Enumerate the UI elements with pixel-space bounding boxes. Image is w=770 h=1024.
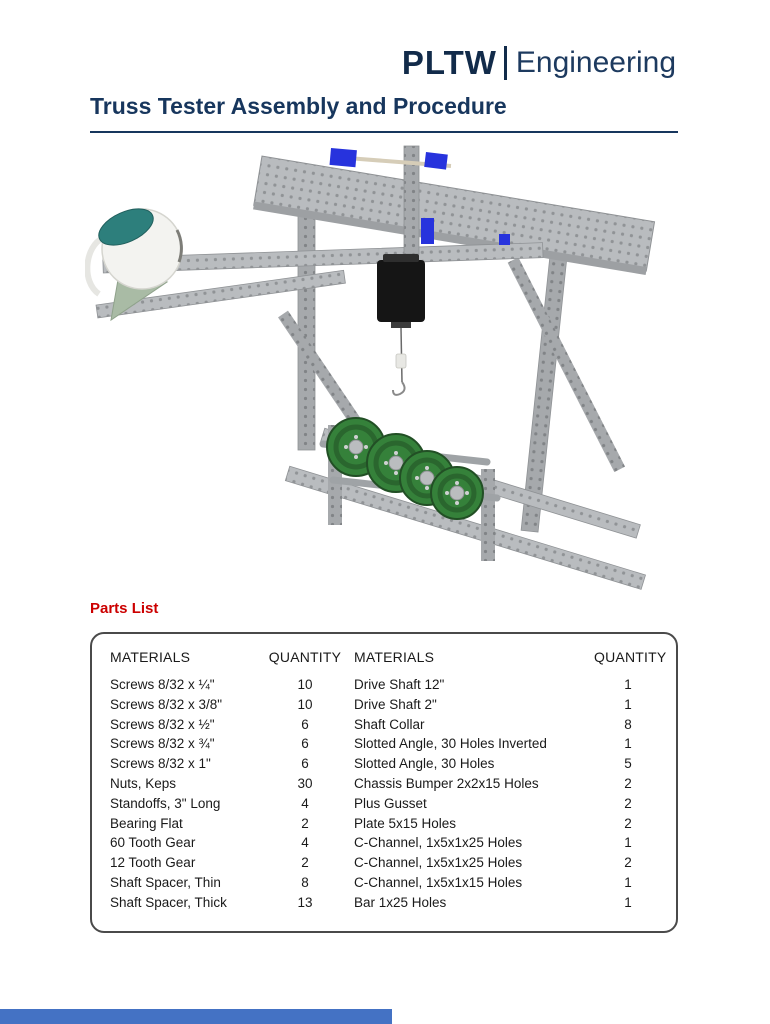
- material-cell: Shaft Spacer, Thick: [110, 894, 227, 910]
- title-underline: [90, 131, 678, 133]
- header-materials-left: MATERIALS: [110, 649, 191, 665]
- right-post: [520, 226, 571, 533]
- material-cell: Nuts, Keps: [110, 775, 177, 791]
- document-title: Truss Tester Assembly and Procedure: [90, 93, 507, 119]
- blue-gussets: [329, 148, 510, 245]
- top-truss-beam: [253, 155, 656, 276]
- quantity-cell: 6: [301, 756, 309, 772]
- material-cell: C-Channel, 1x5x1x25 Holes: [354, 855, 523, 871]
- footer-accent-bar: [0, 1009, 392, 1024]
- quantity-cell: 2: [624, 775, 632, 791]
- quantity-cell: 4: [301, 835, 309, 851]
- material-cell: Bar 1x25 Holes: [354, 894, 447, 910]
- truss-tester-illustration: [84, 142, 670, 597]
- table-row: Nuts, Keps 30 Chassis Bumper 2x2x15 Hole…: [110, 774, 664, 794]
- quantity-cell: 1: [624, 874, 632, 890]
- motor-and-hook: [377, 254, 425, 396]
- quantity-cell: 1: [624, 894, 632, 910]
- quantity-cell: 5: [624, 756, 632, 772]
- quantity-cell: 2: [301, 855, 309, 871]
- pltw-engineering-logo: PLTW Engineering: [402, 44, 676, 82]
- bottom-rail-lower: [284, 465, 646, 590]
- header-quantity-right: QUANTITY: [594, 649, 667, 665]
- material-cell: Screws 8/32 x ½": [110, 716, 215, 732]
- material-cell: C-Channel, 1x5x1x25 Holes: [354, 835, 523, 851]
- material-cell: Chassis Bumper 2x2x15 Holes: [354, 775, 539, 791]
- table-row: Screws 8/32 x 1" 6 Slotted Angle, 30 Hol…: [110, 754, 664, 774]
- light-sensor-ball: [84, 208, 183, 322]
- sensor-rail-lower: [95, 269, 346, 319]
- right-diagonal-brace: [507, 257, 626, 473]
- material-cell: 60 Tooth Gear: [110, 835, 196, 851]
- quantity-cell: 8: [624, 716, 632, 732]
- quantity-cell: 4: [301, 795, 309, 811]
- quantity-cell: 1: [624, 696, 632, 712]
- material-cell: Plus Gusset: [354, 795, 427, 811]
- material-cell: Shaft Spacer, Thin: [110, 874, 221, 890]
- table-row: Bearing Flat 2 Plate 5x15 Holes 2: [110, 814, 664, 834]
- header-quantity-left: QUANTITY: [268, 649, 342, 665]
- table-row: Shaft Spacer, Thick 13 Bar 1x25 Holes 1: [110, 893, 664, 913]
- material-cell: Screws 8/32 x 1": [110, 756, 211, 772]
- quantity-cell: 2: [301, 815, 309, 831]
- header-materials-right: MATERIALS: [354, 649, 435, 665]
- sensor-rail: [102, 242, 544, 274]
- quantity-cell: 1: [624, 835, 632, 851]
- quantity-cell: 6: [301, 716, 309, 732]
- pltw-logo-brand: PLTW: [401, 44, 497, 81]
- material-cell: Screws 8/32 x ¼": [110, 677, 215, 692]
- left-post: [297, 179, 316, 451]
- table-row: Shaft Spacer, Thin 8 C-Channel, 1x5x1x15…: [110, 873, 664, 893]
- quantity-cell: 1: [624, 677, 632, 692]
- quantity-cell: 2: [624, 795, 632, 811]
- green-wheels: [326, 417, 484, 520]
- logo-divider: [503, 46, 507, 80]
- table-row: 12 Tooth Gear 2 C-Channel, 1x5x1x25 Hole…: [110, 853, 664, 873]
- quantity-cell: 2: [624, 855, 632, 871]
- material-cell: Slotted Angle, 30 Holes: [354, 756, 495, 772]
- pltw-logo-suffix: Engineering: [515, 46, 676, 79]
- quantity-cell: 10: [297, 677, 313, 692]
- material-cell: Shaft Collar: [354, 716, 425, 732]
- wheel-support-right: [481, 469, 495, 561]
- table-row: Screws 8/32 x ¼" 10 Drive Shaft 12" 1: [110, 675, 664, 695]
- material-cell: Standoffs, 3" Long: [110, 795, 221, 811]
- material-cell: Drive Shaft 2": [354, 696, 437, 712]
- material-cell: Plate 5x15 Holes: [354, 815, 457, 831]
- quantity-cell: 10: [297, 696, 313, 712]
- table-row: Screws 8/32 x 3/8" 10 Drive Shaft 2" 1: [110, 695, 664, 715]
- material-cell: C-Channel, 1x5x1x15 Holes: [354, 874, 523, 890]
- quantity-cell: 13: [297, 894, 313, 910]
- material-cell: Drive Shaft 12": [354, 677, 445, 692]
- material-cell: Screws 8/32 x 3/8": [110, 696, 223, 712]
- material-cell: Slotted Angle, 30 Holes Inverted: [354, 736, 547, 752]
- quantity-cell: 8: [301, 874, 309, 890]
- quantity-cell: 6: [301, 736, 309, 752]
- parts-table: MATERIALS QUANTITY MATERIALS QUANTITY Sc…: [90, 632, 678, 933]
- table-row: Screws 8/32 x ½" 6 Shaft Collar 8: [110, 715, 664, 735]
- material-cell: Screws 8/32 x ¾": [110, 736, 215, 752]
- quantity-cell: 2: [624, 815, 632, 831]
- quantity-cell: 30: [297, 775, 313, 791]
- table-row: 60 Tooth Gear 4 C-Channel, 1x5x1x25 Hole…: [110, 833, 664, 853]
- parts-table-header: MATERIALS QUANTITY MATERIALS QUANTITY: [110, 649, 667, 665]
- parts-list-heading: Parts List: [90, 600, 159, 617]
- table-row: Screws 8/32 x ¾" 6 Slotted Angle, 30 Hol…: [110, 734, 664, 754]
- material-cell: Bearing Flat: [110, 815, 183, 831]
- table-row: Standoffs, 3" Long 4 Plus Gusset 2: [110, 794, 664, 814]
- truss-tester-render: [84, 145, 656, 590]
- material-cell: 12 Tooth Gear: [110, 855, 196, 871]
- quantity-cell: 1: [624, 736, 632, 752]
